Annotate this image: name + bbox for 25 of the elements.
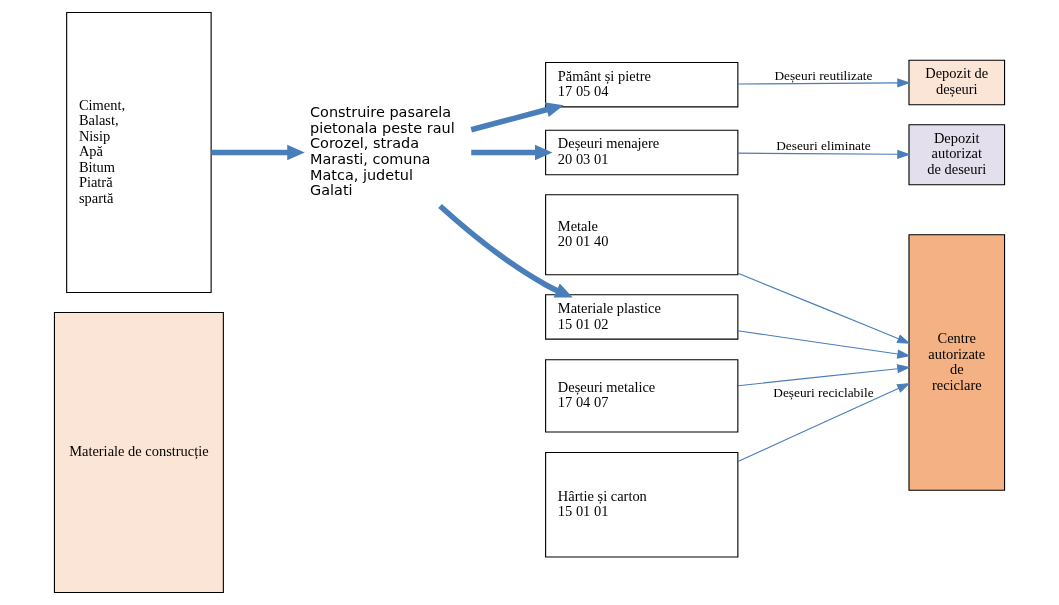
- arrow: [737, 78, 911, 88]
- node-box: Deșeuri metalice 17 04 07: [545, 359, 739, 433]
- arrow: [737, 383, 911, 463]
- arrow: [737, 330, 911, 359]
- node-text: Construire pasarela pietonala peste raul Corozel, strada Marasti, comuna Matca, judetul Galati: [310, 104, 455, 199]
- arrow: [471, 144, 553, 161]
- node-box: Materiale plastice 15 01 02: [545, 294, 739, 340]
- node-box: Depozit de deșeuri: [908, 59, 1006, 106]
- edge-label: Deșeuri reciclabile: [773, 384, 874, 400]
- edge-label: Deseuri eliminate: [776, 137, 871, 153]
- arrow: [438, 203, 573, 298]
- edge-label: Deșeuri reutilizate: [774, 67, 873, 83]
- arrow: [737, 272, 911, 344]
- node-box: Pământ și pietre 17 05 04: [545, 61, 739, 108]
- arrow: [211, 144, 305, 161]
- node-box: Ciment, Balast, Nisip Apă Bitum Piatră spartă: [66, 11, 212, 294]
- node-box: Centre autorizate de reciclare: [908, 234, 1006, 491]
- node-box: Depozit autorizat de deseuri: [908, 124, 1006, 186]
- node-box: Hârtie și carton 15 01 01: [545, 451, 739, 558]
- node-box: Materiale de construcție: [53, 311, 224, 594]
- node-box: Metale 20 01 40: [545, 194, 739, 276]
- arrow: [737, 364, 911, 387]
- arrow: [737, 149, 911, 159]
- arrow: [470, 102, 564, 133]
- node-box: Deșeuri menajere 20 03 01: [545, 129, 739, 176]
